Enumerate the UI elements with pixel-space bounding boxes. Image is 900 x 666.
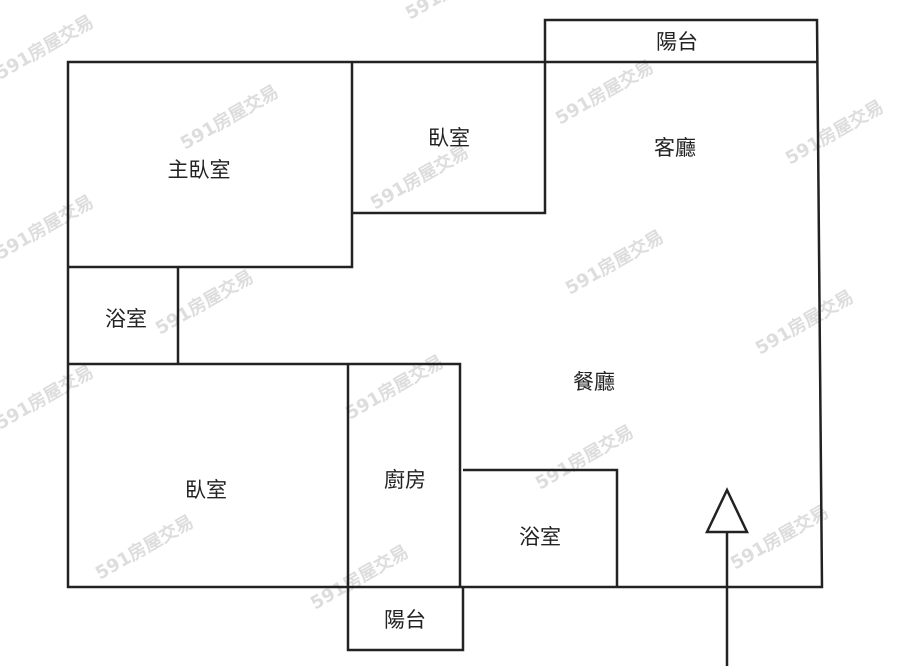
watermark: 591房屋交易 [552,55,658,129]
watermark: 591房屋交易 [367,140,473,214]
balcony-bottom-label: 陽台 [384,608,426,632]
bathroom-bottom-label: 浴室 [519,525,561,549]
kitchen-label: 廚房 [384,468,426,492]
master-bedroom-label: 主臥室 [168,158,231,182]
living-room-label: 客廳 [654,136,696,160]
bedroom-top-label: 臥室 [428,126,470,150]
watermark: 591房屋交易 [0,10,97,84]
watermark: 591房屋交易 [782,95,888,169]
dining-room-label: 餐廳 [573,370,615,394]
watermark: 591房屋交易 [307,540,413,614]
watermark: 591房屋交易 [342,350,448,424]
watermark: 591房屋交易 [752,285,858,359]
watermark: 591房屋交易 [0,360,97,434]
entrance-arrow [705,487,749,666]
watermark: 591房屋交易 [532,420,638,494]
walls [66,18,824,652]
watermark: 591房屋交易 [562,225,668,299]
watermark: 591房屋交易 [92,510,198,584]
watermark: 591房屋交易 [152,265,258,339]
watermark: 591房屋交易 [177,80,283,154]
watermark: 591房屋交易 [0,190,97,264]
bathroom-left-label: 浴室 [105,307,147,331]
balcony-top-label: 陽台 [656,30,698,54]
watermark: 591房屋交易 [727,500,833,574]
bedroom-bottom-label: 臥室 [185,478,227,502]
watermark: 591房屋交易 [402,0,508,24]
